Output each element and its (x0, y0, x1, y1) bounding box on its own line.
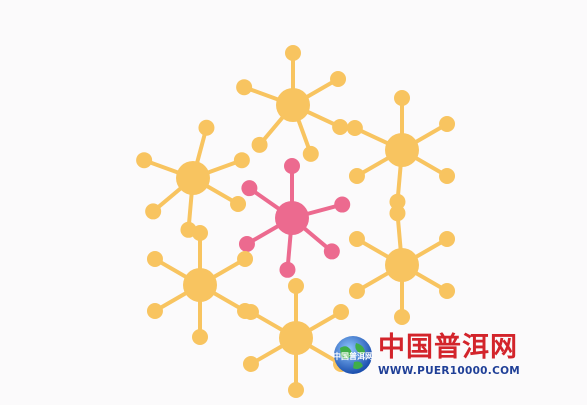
molecule-atom (192, 329, 208, 345)
molecule-atom (394, 309, 410, 325)
molecule-atom (192, 225, 208, 241)
molecule-atom (242, 304, 259, 320)
molecule-atom (146, 251, 163, 267)
molecule-atom (288, 382, 304, 398)
molecule-node-lower-left (146, 225, 254, 345)
molecule-atom (334, 196, 351, 213)
molecule-node-lower-right (348, 205, 456, 325)
molecule-atom (323, 243, 340, 260)
molecule-hub (385, 133, 419, 167)
molecule-atom (389, 193, 406, 210)
molecule-atom (198, 119, 215, 136)
molecule-hub (176, 161, 210, 195)
watermark-url: WWW.PUER10000.COM (378, 365, 521, 377)
molecule-atom (238, 236, 255, 252)
molecule-atom (288, 278, 304, 294)
molecule-atom (439, 283, 456, 299)
molecule-atom (237, 251, 254, 267)
molecule-atom (302, 145, 319, 162)
molecule-atom (230, 196, 247, 212)
molecule-atom (145, 203, 162, 220)
molecule-hub (276, 88, 310, 122)
globe-logo-label: 中国普洱网 (333, 351, 373, 361)
molecule-hub (279, 321, 313, 355)
molecule-atom (394, 90, 410, 106)
molecule-atom (333, 304, 350, 320)
molecule-hub (275, 201, 309, 235)
molecule-atom (389, 205, 406, 222)
molecule-atom (241, 180, 258, 197)
molecule-atom (332, 118, 349, 135)
molecule-atom (251, 136, 268, 153)
molecule-atom (348, 231, 365, 247)
molecule-atom (330, 71, 347, 87)
molecule-atom (233, 152, 250, 169)
molecule-atom (439, 231, 456, 247)
molecule-atom (439, 116, 456, 132)
molecule-atom (348, 283, 365, 299)
molecule-node-upper-left (136, 119, 250, 238)
molecule-atom (284, 158, 300, 174)
molecule-atom (146, 303, 163, 319)
molecule-atom (439, 168, 456, 184)
molecule-hub (385, 248, 419, 282)
molecule-atom (285, 45, 301, 61)
globe-logo-icon: 中国普洱网 (333, 336, 373, 374)
molecule-atom (236, 79, 253, 96)
watermark-site-name: 中国普洱网 (378, 332, 518, 363)
molecule-node-top (236, 45, 349, 162)
molecule-node-bottom (242, 278, 350, 398)
molecule-atom (346, 120, 363, 137)
molecule-node-upper-right (346, 90, 456, 210)
molecule-atom (279, 261, 296, 278)
molecule-atom (348, 168, 365, 184)
molecule-node-center (238, 158, 351, 278)
molecule-hub (183, 268, 217, 302)
molecule-atom (242, 356, 259, 372)
molecule-atom (136, 152, 153, 169)
